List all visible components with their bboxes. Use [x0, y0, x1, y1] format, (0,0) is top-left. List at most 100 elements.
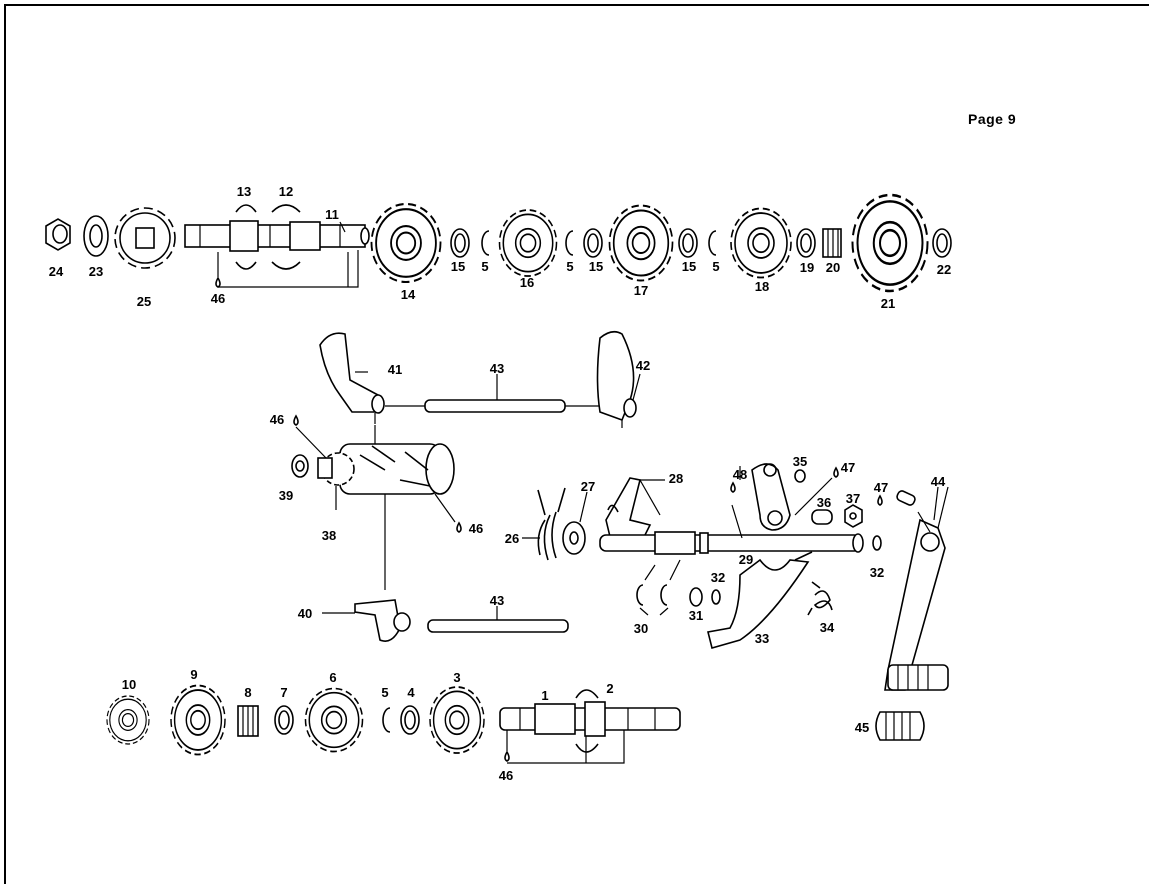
callout-37: 37 [846, 491, 860, 506]
washer-15c [678, 228, 698, 258]
callout-22: 22 [937, 262, 951, 277]
gear-16 [498, 209, 558, 277]
lube-points-47 [794, 467, 883, 516]
callout-26: 26 [505, 531, 519, 546]
callout-15b: 15 [589, 259, 603, 274]
gear-21 [851, 193, 929, 293]
callout-30: 30 [634, 621, 648, 636]
clip-5b [565, 230, 574, 256]
washer-22 [932, 228, 952, 258]
washer-23 [83, 215, 109, 257]
nut-37 [844, 504, 863, 528]
gear-9 [170, 684, 226, 756]
callout-27: 27 [581, 479, 595, 494]
washer-15b [583, 228, 603, 258]
shift-fork-41 [319, 332, 385, 424]
page-number: Page 9 [968, 111, 1017, 127]
spring-26 [537, 487, 566, 561]
callout-5a: 5 [481, 259, 488, 274]
callout-32a: 32 [711, 570, 725, 585]
callout-24: 24 [49, 264, 64, 279]
gear-3 [429, 686, 485, 754]
callout-29: 29 [739, 552, 753, 567]
washer-19 [796, 228, 816, 258]
callout-25: 25 [137, 294, 151, 309]
callout-12: 12 [279, 184, 293, 199]
leader-lines [339, 221, 949, 620]
callout-9: 9 [190, 667, 197, 682]
washer-4 [400, 705, 420, 735]
callout-20: 20 [826, 260, 840, 275]
callout-42: 42 [636, 358, 650, 373]
gear-14 [370, 202, 442, 284]
gear-10 [106, 695, 150, 745]
page-frame [4, 4, 1149, 884]
kick-lever-44 [884, 490, 946, 691]
callout-35: 35 [793, 454, 807, 469]
callout-46-bottom: 46 [499, 768, 513, 783]
callout-5c: 5 [712, 259, 719, 274]
callout-5b: 5 [566, 259, 573, 274]
bearing-20 [822, 228, 842, 258]
fork-rod-43-bottom [427, 619, 569, 633]
callout-36: 36 [817, 495, 831, 510]
lube-points-46-drum [293, 415, 462, 533]
bearing-8 [237, 705, 259, 737]
callout-14: 14 [401, 287, 416, 302]
callout-10: 10 [122, 677, 136, 692]
callout-44: 44 [931, 474, 946, 489]
callout-21: 21 [881, 296, 895, 311]
kick-rubber-45 [875, 711, 925, 741]
callout-39: 39 [279, 488, 293, 503]
washer-32a [711, 589, 721, 605]
callout-2: 2 [606, 681, 613, 696]
washer-15a [450, 228, 470, 258]
callout-41: 41 [388, 362, 402, 377]
bearing-13 [235, 204, 257, 270]
callout-34: 34 [820, 620, 835, 635]
selector-arm-33 [707, 551, 813, 649]
clip-5d [708, 230, 717, 256]
output-shaft-11 [184, 220, 370, 252]
callout-31: 31 [689, 608, 703, 623]
callout-33: 33 [755, 631, 769, 646]
lube-point-46-top [215, 250, 359, 288]
callout-43-top: 43 [490, 361, 504, 376]
callout-15c: 15 [682, 259, 696, 274]
callout-4: 4 [407, 685, 415, 700]
fork-rod-43-top [385, 399, 604, 413]
shift-fork-40 [322, 599, 411, 642]
callout-19: 19 [800, 260, 814, 275]
callout-18: 18 [755, 279, 769, 294]
callout-23: 23 [89, 264, 103, 279]
callout-46-top: 46 [211, 291, 225, 306]
gear-18 [730, 207, 792, 279]
callout-6: 6 [329, 670, 336, 685]
clip-35 [794, 469, 806, 483]
selector-shaft-29 [599, 482, 864, 555]
callout-46-drum: 46 [270, 412, 284, 427]
callout-28: 28 [669, 471, 683, 486]
callout-16: 16 [520, 275, 534, 290]
washer-27 [562, 521, 586, 555]
nut-24 [45, 218, 71, 251]
sprocket-25 [114, 207, 176, 269]
washer-31 [689, 587, 703, 607]
callout-40: 40 [298, 606, 312, 621]
callout-labels: 24 23 25 46 13 12 11 14 15 5 16 5 15 17 … [49, 184, 951, 783]
bearing-12 [271, 204, 301, 270]
callout-17: 17 [634, 283, 648, 298]
washer-7 [274, 705, 294, 735]
washer-39 [291, 454, 309, 478]
callout-43-bottom: 43 [490, 593, 504, 608]
washer-32b [872, 535, 882, 551]
clips-30 [636, 559, 681, 616]
callout-7: 7 [280, 685, 287, 700]
lube-point-46-bottom [504, 730, 625, 764]
callout-47a: 47 [841, 460, 855, 475]
spring-34 [807, 581, 833, 616]
callout-13: 13 [237, 184, 251, 199]
callout-11: 11 [325, 207, 339, 222]
